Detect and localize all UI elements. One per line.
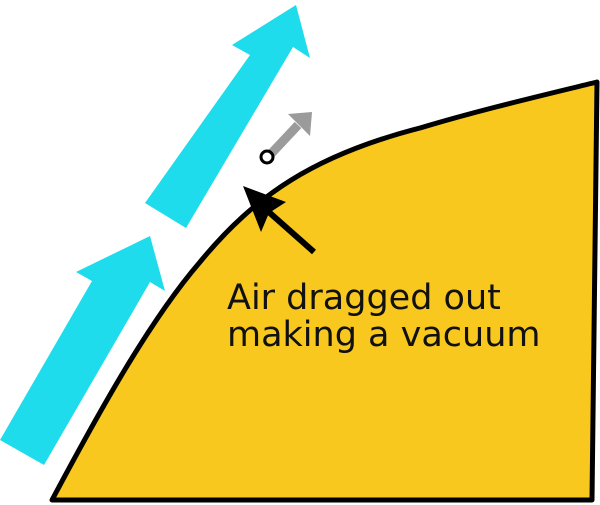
airflow-arrow-lower	[0, 236, 165, 465]
airflow-arrow-upper	[145, 5, 310, 228]
air-particle	[259, 149, 275, 165]
annotation-line-1: Air dragged out	[227, 278, 501, 318]
body-shape	[49, 79, 600, 503]
pointer-arrow	[243, 186, 316, 255]
air-particle-arrow	[264, 112, 312, 161]
annotation-line-2: making a vacuum	[227, 315, 541, 355]
